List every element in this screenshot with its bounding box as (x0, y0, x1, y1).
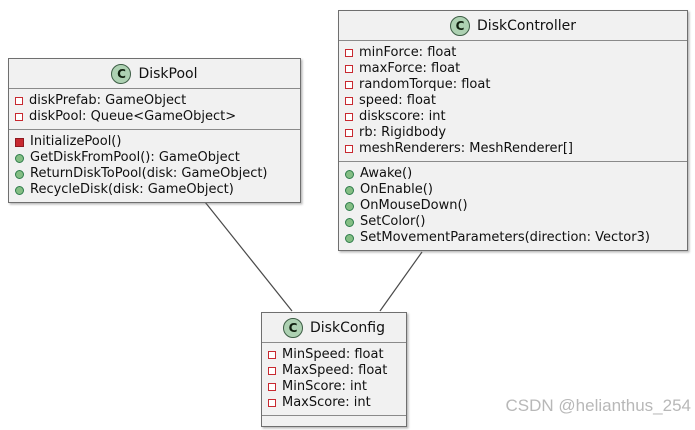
private-field-icon (268, 351, 276, 359)
method-text: OnEnable() (360, 182, 433, 197)
private-field-icon (345, 129, 353, 137)
class-header-diskpool: C DiskPool (9, 59, 300, 89)
edge-diskcontroller-to-diskconfig (379, 251, 423, 312)
method-row: ReturnDiskToPool(disk: GameObject) (15, 166, 294, 182)
private-field-icon (15, 113, 23, 121)
method-row: RecycleDisk(disk: GameObject) (15, 182, 294, 198)
field-text: diskPrefab: GameObject (29, 93, 187, 108)
class-header-diskconfig: C DiskConfig (262, 313, 406, 343)
field-text: MinScore: int (282, 379, 367, 394)
field-text: randomTorque: float (359, 77, 491, 92)
class-type-icon: C (111, 63, 132, 84)
class-type-letter: C (288, 320, 298, 335)
field-row: speed: float (345, 93, 681, 109)
field-row: MinScore: int (268, 379, 400, 395)
class-type-letter: C (117, 66, 126, 81)
fields-compartment: MinSpeed: float MaxSpeed: float MinScore… (262, 343, 406, 415)
field-row: MaxScore: int (268, 395, 400, 411)
field-text: MinSpeed: float (282, 347, 384, 362)
class-box-diskcontroller: C DiskController minForce: float maxForc… (338, 10, 688, 251)
method-row: SetMovementParameters(direction: Vector3… (345, 230, 681, 246)
public-method-icon (345, 201, 354, 211)
field-text: maxForce: float (359, 61, 461, 76)
public-method-icon (345, 169, 354, 179)
private-field-icon (345, 113, 353, 121)
private-field-icon (345, 49, 353, 57)
method-text: OnMouseDown() (360, 198, 468, 213)
class-box-diskconfig: C DiskConfig MinSpeed: float MaxSpeed: f… (261, 312, 407, 427)
private-field-icon (345, 81, 353, 89)
field-text: speed: float (359, 93, 436, 108)
public-method-icon (15, 153, 24, 163)
public-method-icon (345, 217, 354, 227)
private-field-icon (345, 145, 353, 153)
field-text: diskscore: int (359, 109, 446, 124)
class-header-diskcontroller: C DiskController (339, 11, 687, 41)
method-row: SetColor() (345, 214, 681, 230)
field-row: randomTorque: float (345, 77, 681, 93)
method-text: GetDiskFromPool(): GameObject (30, 150, 240, 165)
field-row: MinSpeed: float (268, 347, 400, 363)
method-row: InitializePool() (15, 134, 294, 150)
public-method-icon (15, 169, 24, 179)
class-type-letter: C (455, 18, 465, 33)
field-row: MaxSpeed: float (268, 363, 400, 379)
class-type-icon: C (450, 15, 471, 36)
method-text: SetColor() (360, 214, 426, 229)
methods-compartment: Awake() OnEnable() OnMouseDown() SetColo… (339, 161, 687, 250)
class-name: DiskPool (138, 65, 198, 82)
class-box-diskpool: C DiskPool diskPrefab: GameObject diskPo… (8, 58, 301, 203)
methods-compartment: InitializePool() GetDiskFromPool(): Game… (9, 129, 300, 202)
method-row: OnEnable() (345, 182, 681, 198)
private-field-icon (345, 65, 353, 73)
field-row: maxForce: float (345, 61, 681, 77)
fields-compartment: minForce: float maxForce: float randomTo… (339, 41, 687, 161)
method-row: OnMouseDown() (345, 198, 681, 214)
private-field-icon (345, 97, 353, 105)
field-row: rb: Rigidbody (345, 125, 681, 141)
method-text: ReturnDiskToPool(disk: GameObject) (30, 166, 268, 181)
method-row: Awake() (345, 166, 681, 182)
method-row: GetDiskFromPool(): GameObject (15, 150, 294, 166)
field-text: rb: Rigidbody (359, 125, 447, 140)
field-text: meshRenderers: MeshRenderer[] (359, 141, 574, 156)
field-row: diskPool: Queue<GameObject> (15, 109, 294, 125)
csdn-watermark: CSDN @helianthus_254 (505, 396, 691, 415)
private-method-icon (15, 137, 24, 147)
method-text: RecycleDisk(disk: GameObject) (30, 182, 234, 197)
method-text: SetMovementParameters(direction: Vector3… (360, 230, 650, 245)
field-row: meshRenderers: MeshRenderer[] (345, 141, 681, 157)
class-name: DiskController (477, 17, 576, 34)
method-text: InitializePool() (30, 134, 122, 149)
public-method-icon (345, 185, 354, 195)
field-row: minForce: float (345, 45, 681, 61)
private-field-icon (15, 97, 23, 105)
fields-compartment: diskPrefab: GameObject diskPool: Queue<G… (9, 89, 300, 129)
methods-compartment-empty (262, 415, 406, 426)
private-field-icon (268, 399, 276, 407)
class-name: DiskConfig (310, 319, 385, 336)
class-type-icon: C (283, 317, 303, 338)
public-method-icon (345, 233, 354, 243)
field-text: MaxScore: int (282, 395, 371, 410)
field-text: MaxSpeed: float (282, 363, 388, 378)
private-field-icon (268, 367, 276, 375)
field-text: diskPool: Queue<GameObject> (29, 109, 237, 124)
field-row: diskscore: int (345, 109, 681, 125)
field-row: diskPrefab: GameObject (15, 93, 294, 109)
field-text: minForce: float (359, 45, 457, 60)
method-text: Awake() (360, 166, 413, 181)
edge-diskpool-to-diskconfig (204, 201, 293, 312)
private-field-icon (268, 383, 276, 391)
public-method-icon (15, 185, 24, 195)
